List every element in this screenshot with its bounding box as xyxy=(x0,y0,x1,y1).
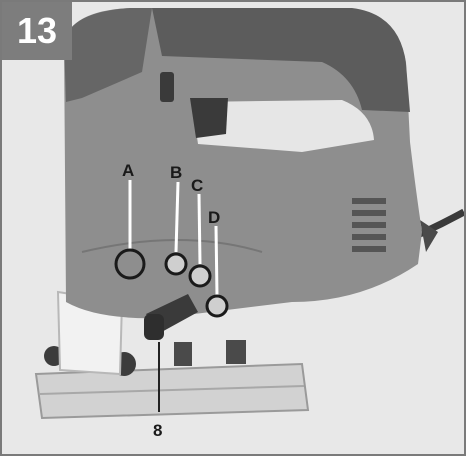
callout-label-b: B xyxy=(170,163,182,182)
figure-number-badge: 13 xyxy=(2,2,72,60)
handle-opening xyxy=(192,100,374,152)
trigger xyxy=(190,98,228,138)
callout-circle-d xyxy=(205,294,229,318)
callout-label-a: A xyxy=(122,161,134,180)
callout-circle-c xyxy=(188,264,212,288)
foot-right xyxy=(226,340,246,364)
stroke-knob-cap xyxy=(144,314,164,340)
leader-c xyxy=(197,193,202,265)
part-label-8: 8 xyxy=(153,421,162,440)
base-plate-edge xyxy=(39,385,305,395)
lock-button xyxy=(160,72,174,102)
cord-clip xyxy=(420,220,438,252)
leader-d xyxy=(214,225,219,297)
vent-slots xyxy=(352,198,386,252)
front-grip xyxy=(64,8,152,102)
foot-left xyxy=(174,342,192,366)
top-grip xyxy=(152,8,410,112)
leader-b xyxy=(174,181,180,253)
callout-label-c: C xyxy=(191,176,203,195)
callout-circle-a xyxy=(114,248,146,280)
callout-label-d: D xyxy=(208,208,220,227)
callout-circle-b xyxy=(164,252,188,276)
